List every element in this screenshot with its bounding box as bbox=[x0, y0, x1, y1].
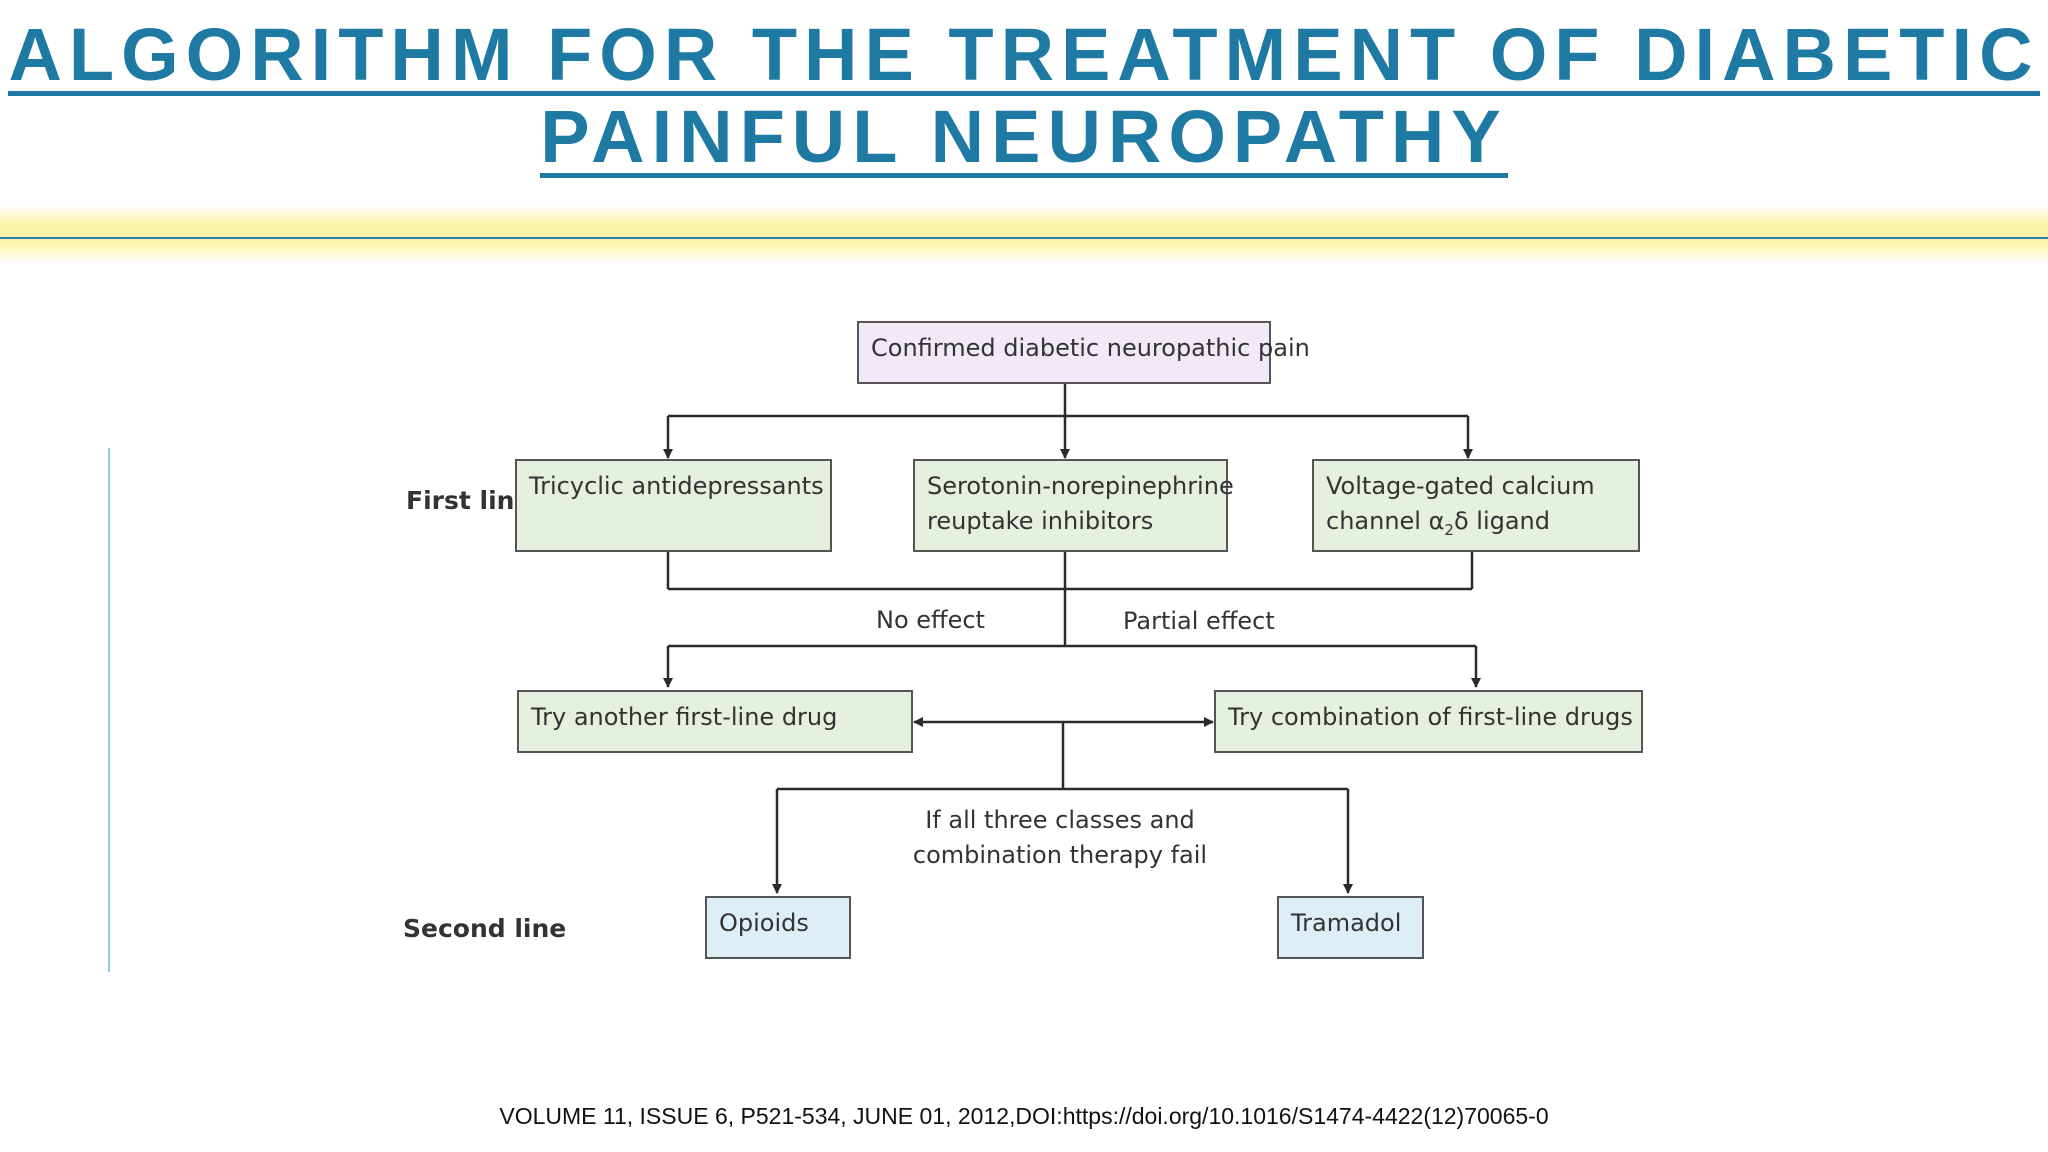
tramadol-box: Tramadol bbox=[1277, 896, 1424, 959]
try-another-label: Try another first-line drug bbox=[531, 703, 838, 731]
citation-footer: VOLUME 11, ISSUE 6, P521-534, JUNE 01, 2… bbox=[499, 1103, 1549, 1129]
calcium-label-prefix: channel α bbox=[1326, 507, 1445, 535]
header-band bbox=[0, 205, 2048, 263]
no-effect-label: No effect bbox=[876, 606, 985, 634]
opioids-label: Opioids bbox=[719, 909, 809, 937]
snri-label-line-1: Serotonin-norepinephrine bbox=[927, 472, 1234, 500]
second-line-label: Second line bbox=[403, 914, 567, 943]
calcium-label-line-1: Voltage-gated calcium bbox=[1326, 472, 1595, 500]
tramadol-label: Tramadol bbox=[1291, 909, 1402, 937]
snri-label-line-2: reuptake inhibitors bbox=[927, 507, 1154, 535]
calcium-label-subscript: 2 bbox=[1444, 520, 1454, 539]
root-label: Confirmed diabetic neuropathic pain bbox=[871, 334, 1310, 362]
title-line-1: ALGORITHM FOR THE TREATMENT OF DIABETIC bbox=[8, 13, 2040, 96]
try-another-box: Try another first-line drug bbox=[517, 690, 913, 753]
partial-effect-label: Partial effect bbox=[1123, 607, 1275, 635]
first-line-label: First line bbox=[406, 486, 532, 515]
title-line-2: PAINFUL NEUROPATHY bbox=[540, 95, 1508, 178]
calcium-label-line-2: channel α2δ ligand bbox=[1326, 504, 1626, 548]
root-box: Confirmed diabetic neuropathic pain bbox=[857, 321, 1310, 384]
tca-label: Tricyclic antidepressants bbox=[529, 472, 824, 500]
try-combination-box: Try combination of first-line drugs bbox=[1214, 690, 1643, 753]
failure-line-1: If all three classes and bbox=[925, 806, 1195, 834]
snri-box: Serotonin-norepinephrine reuptake inhibi… bbox=[913, 459, 1234, 552]
tca-box: Tricyclic antidepressants bbox=[515, 459, 832, 552]
page-title: ALGORITHM FOR THE TREATMENT OF DIABETIC … bbox=[0, 14, 2048, 178]
header-divider bbox=[0, 237, 2048, 239]
opioids-box: Opioids bbox=[705, 896, 851, 959]
failure-line-2: combination therapy fail bbox=[912, 841, 1208, 869]
calcium-label-suffix: δ ligand bbox=[1453, 507, 1551, 535]
side-accent-line bbox=[108, 448, 110, 972]
try-combination-label: Try combination of first-line drugs bbox=[1228, 703, 1633, 731]
failure-condition-label: If all three classes and combination the… bbox=[900, 803, 1220, 873]
calcium-ligand-box: Voltage-gated calcium channel α2δ ligand bbox=[1312, 459, 1640, 552]
